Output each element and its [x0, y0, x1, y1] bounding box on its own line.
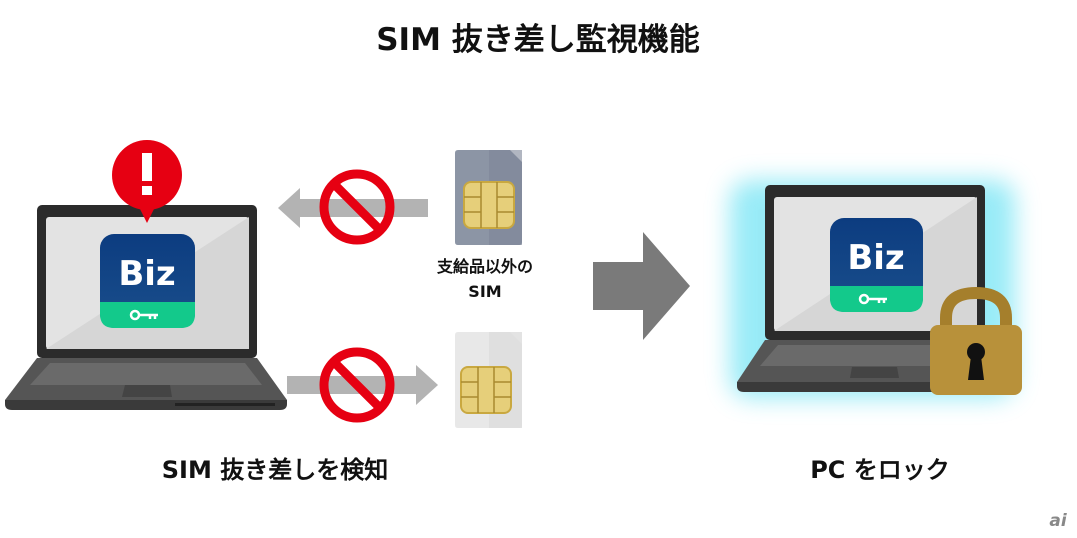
- svg-text:Biz: Biz: [847, 238, 904, 278]
- svg-text:Biz: Biz: [118, 254, 175, 294]
- page-title: SIM 抜き差し監視機能: [376, 22, 700, 58]
- sim-label-line1: 支給品以外の: [436, 257, 533, 276]
- app-icon-right: Biz: [830, 218, 923, 312]
- key-icon: [129, 309, 158, 321]
- left-laptop: [5, 205, 287, 410]
- sim-card: [455, 332, 522, 428]
- prohibited-icon: [319, 347, 395, 423]
- result-arrow: [593, 232, 690, 340]
- watermark-logo: ai: [1049, 511, 1067, 531]
- key-icon: [858, 293, 887, 305]
- sim-label-line2: SIM: [468, 282, 501, 301]
- app-icon-left: Biz: [100, 234, 195, 328]
- left-caption: SIM 抜き差しを検知: [162, 456, 388, 484]
- sim-card-unauthorized: [455, 150, 522, 245]
- alert-icon: [112, 140, 182, 223]
- prohibited-icon: [319, 169, 395, 245]
- lock-icon: [930, 286, 1022, 395]
- right-caption: PC をロック: [810, 456, 950, 484]
